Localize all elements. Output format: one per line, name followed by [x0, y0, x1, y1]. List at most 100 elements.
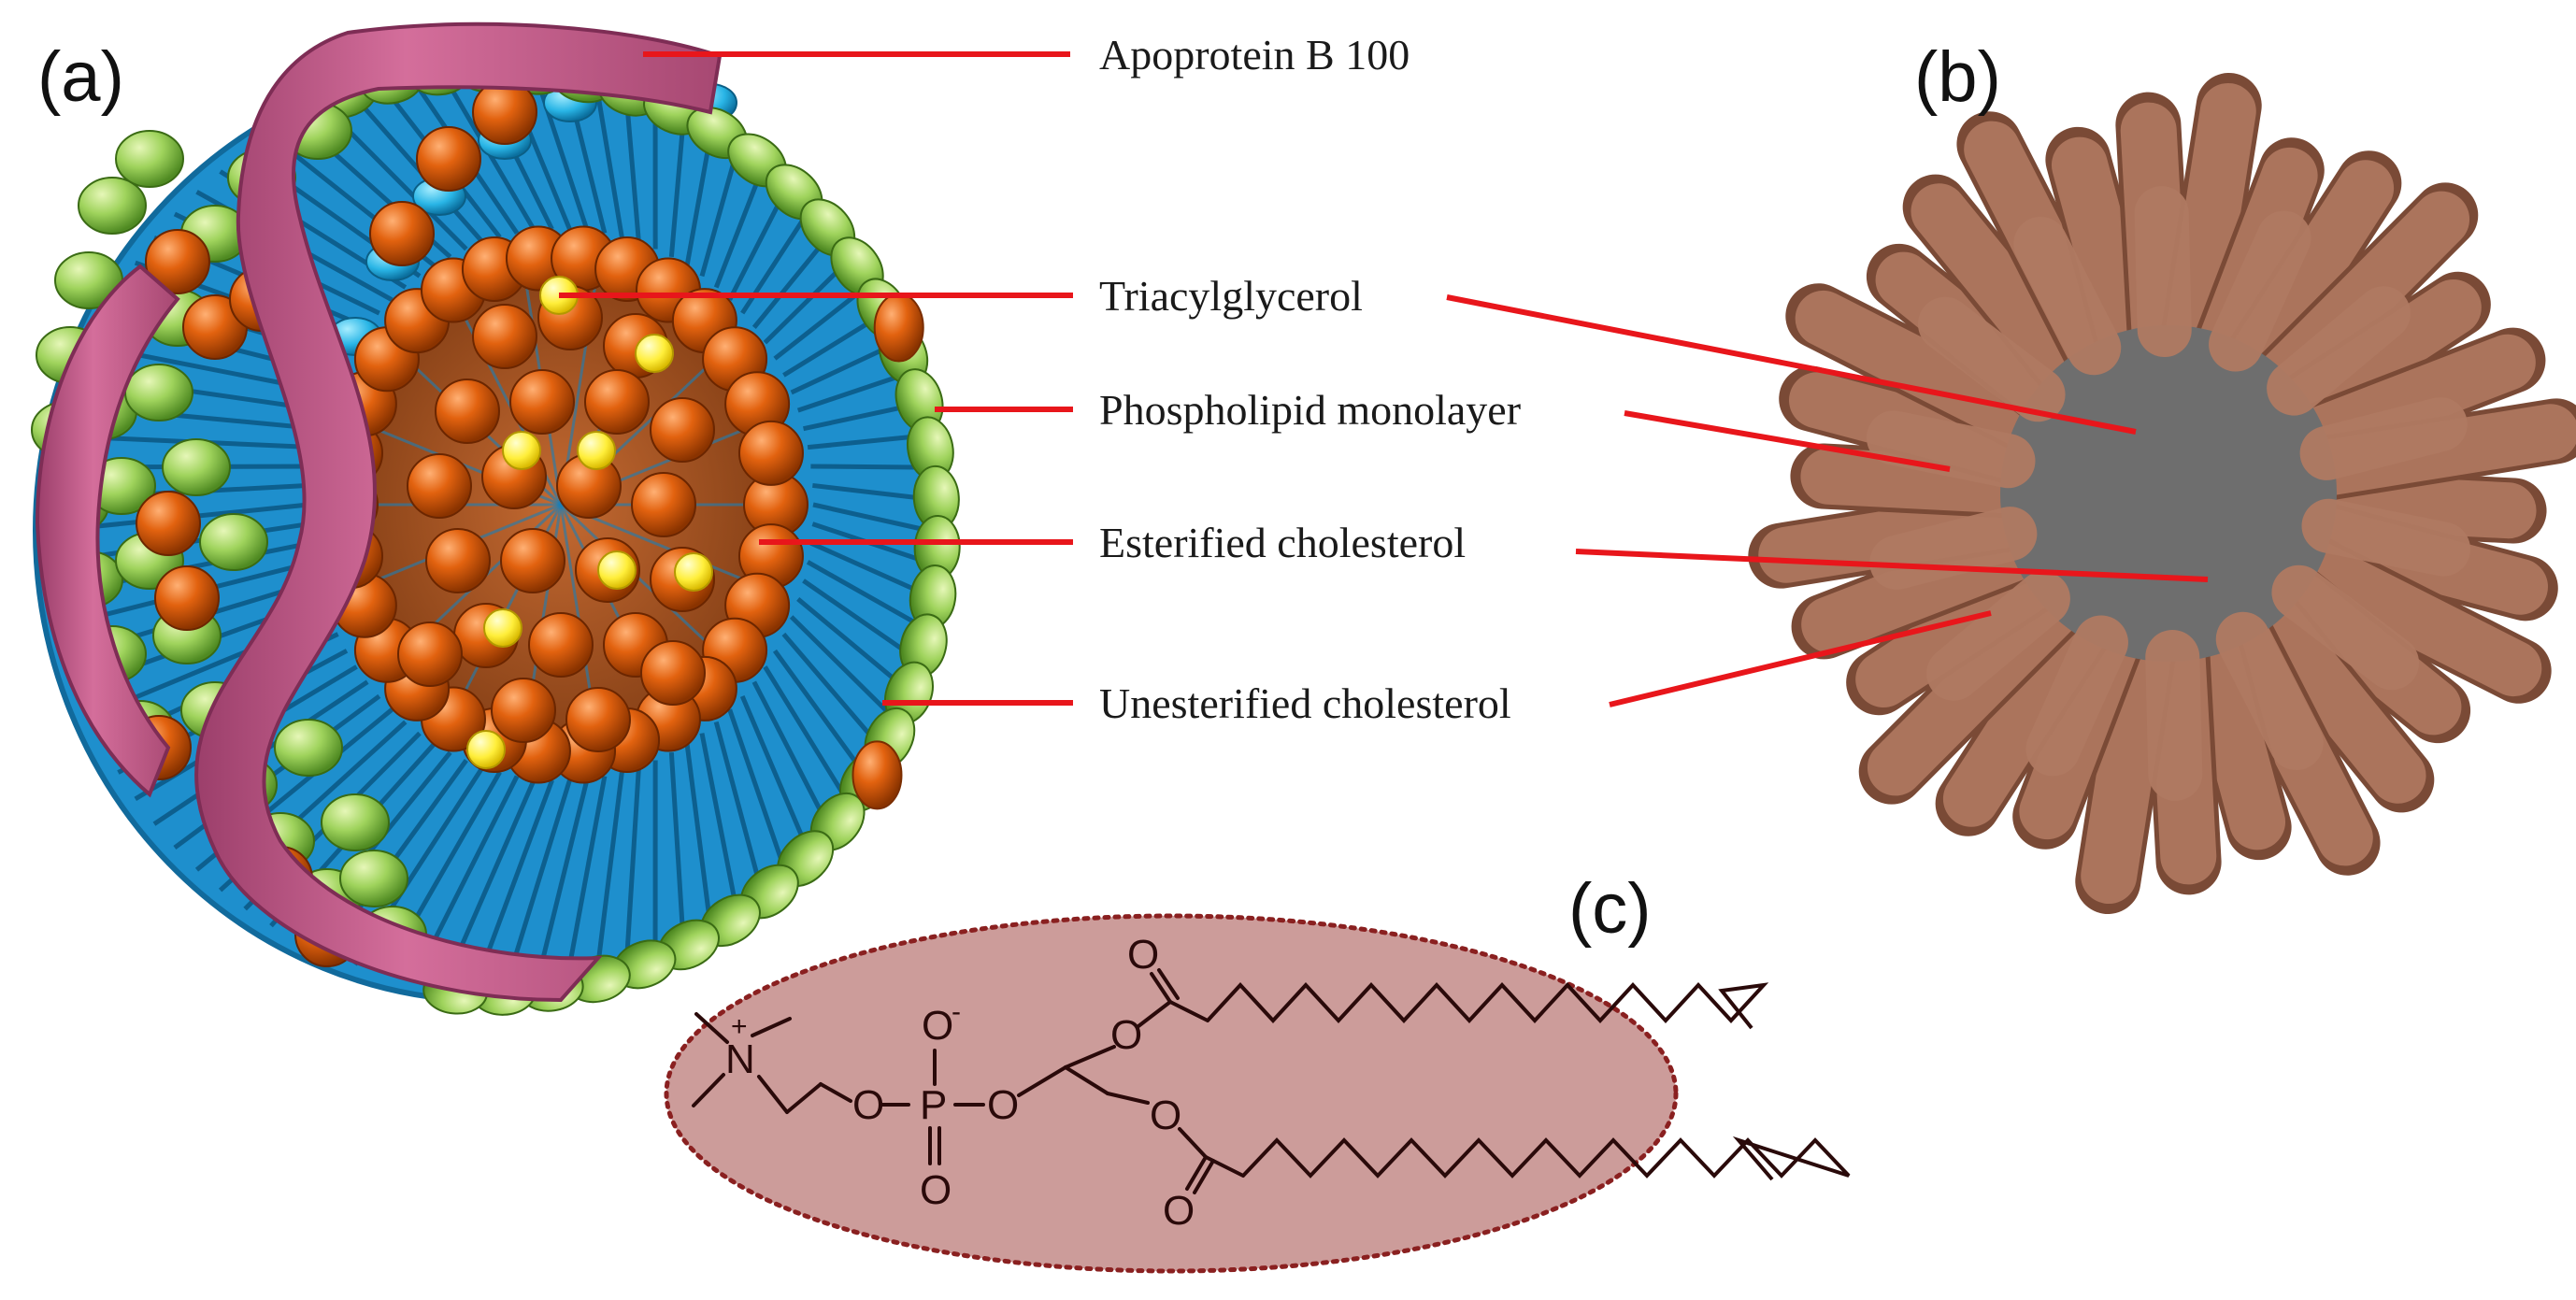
phospholipid-tail [727, 191, 787, 301]
esterified-cholesterol [472, 304, 537, 369]
phospholipid-tail [781, 632, 880, 747]
phospholipid-tail [773, 287, 866, 361]
label-triacylglycerol: Triacylglycerol [1099, 272, 1363, 320]
micelle-head [2215, 611, 2324, 771]
esterified-cholesterol [509, 369, 575, 435]
esterified-cholesterol [584, 369, 650, 435]
micelle-core [2000, 325, 2337, 662]
panel-label-b: (b) [1914, 37, 2001, 117]
phospholipid-tail [772, 649, 866, 775]
phospholipid-tail [806, 560, 922, 628]
phospholipid-tail [684, 135, 713, 266]
atom-oxygen-bottom: O [920, 1167, 952, 1213]
micelle-head [2025, 615, 2128, 777]
micelle-head [1917, 296, 2066, 422]
phospholipid-tail [684, 743, 713, 926]
triacylglycerol-spheres [466, 276, 713, 769]
micelle-head [2134, 186, 2192, 358]
esterified-cholesterol [369, 201, 435, 266]
micelle [1748, 73, 2576, 914]
triacylglycerol-sphere [483, 608, 522, 648]
leader-lines-b [1446, 294, 2209, 707]
triacylglycerol-sphere [466, 730, 506, 769]
phospholipid-tail [623, 766, 641, 965]
phospholipid-tail [727, 708, 787, 871]
phospholipid-tail [812, 502, 931, 534]
esterified-cholesterol [407, 453, 472, 519]
atom-oxygen-2: O [987, 1082, 1019, 1128]
leader-lines-a [559, 51, 1073, 706]
phospholipid-tail [699, 733, 739, 910]
triacylglycerol-sphere [577, 431, 616, 470]
esterified-cholesterol [425, 528, 491, 593]
molecule-ellipse [664, 913, 1679, 1274]
phospholipid-tail [812, 482, 930, 502]
esterified-cholesterol [397, 621, 463, 687]
triacylglycerol-sphere [674, 552, 713, 592]
atom-oxygen-upper-carbonyl: O [1127, 932, 1159, 978]
micelle-head [2301, 498, 2471, 577]
phospholipid-tail [810, 464, 926, 470]
esterified-cholesterol [565, 687, 631, 752]
core-filament [560, 503, 773, 593]
micelle-head [2299, 397, 2468, 480]
phospholipid-head [124, 364, 193, 421]
micelle-head [1866, 410, 2036, 489]
atom-oxygen-lower-ester: O [1150, 1093, 1181, 1138]
apoprotein-band [194, 21, 723, 1003]
phospholipid-tail [504, 779, 572, 988]
atom-oxygen-1: O [852, 1082, 884, 1128]
esterified-cholesterol [154, 565, 220, 631]
esterified-cholesterol [136, 491, 201, 556]
leader-b-esterified [1575, 549, 2209, 582]
atom-phosphorus: P [920, 1082, 947, 1128]
triacylglycerol-sphere [502, 431, 541, 470]
triacylglycerol-sphere [597, 550, 637, 590]
esterified-cholesterol [500, 528, 565, 593]
phospholipid-tail [713, 721, 764, 892]
leader-b-phospholipid [1624, 410, 1951, 472]
esterified-cholesterol [631, 472, 696, 537]
phospholipid-molecule: N + O P O - O O O O O O [664, 913, 1851, 1274]
phospholipid-tail [739, 694, 809, 849]
phospholipid-tail [534, 778, 590, 985]
phospholipid-tail [751, 236, 829, 329]
esterified-cholesterol [640, 640, 706, 706]
phospholipid-head [339, 850, 408, 907]
label-phospholipid: Phospholipid monolayer [1099, 386, 1521, 434]
phospholipid-tail [713, 170, 764, 289]
esterified-cholesterol [491, 678, 556, 743]
phospholipid-tail [594, 88, 624, 238]
phospholipid-tail [807, 434, 921, 450]
micelle-head [2013, 216, 2122, 376]
phospholipid-tail [565, 776, 608, 981]
phospholipid-tail [803, 403, 914, 432]
phospholipid-head [115, 130, 184, 188]
phospholipid-tail [802, 579, 915, 659]
micelle-head [2271, 564, 2420, 691]
leader-b-unesterified [1609, 610, 1992, 707]
micelle-head [2145, 629, 2203, 801]
esterified-cholesterol [737, 420, 804, 486]
panel-label-a: (a) [37, 37, 124, 117]
esterified-cholesterol [416, 126, 481, 192]
phospholipid-head [162, 438, 231, 496]
atom-oxygen-top: O [922, 1003, 953, 1049]
phospholipid-tail [790, 343, 894, 395]
lipoprotein-particle [31, 21, 961, 1016]
phospholipid-head [78, 177, 147, 235]
phospholipid-tail [623, 96, 641, 243]
phospholipid-tail [699, 151, 739, 278]
upper-fatty-acid-chain [1206, 982, 1769, 1030]
molecule-bonds [692, 968, 1245, 1194]
phospholipid-tail [796, 596, 906, 689]
phospholipid-tail [763, 665, 849, 801]
phospholipid-tail [751, 680, 830, 825]
phospholipid-tail [594, 771, 624, 974]
label-esterified: Esterified cholesterol [1099, 519, 1466, 566]
micelle-heads-front [1866, 186, 2471, 801]
phospholipid-tail [763, 261, 848, 345]
panel-label-c: (c) [1568, 869, 1652, 949]
phospholipid-tail [668, 121, 686, 258]
